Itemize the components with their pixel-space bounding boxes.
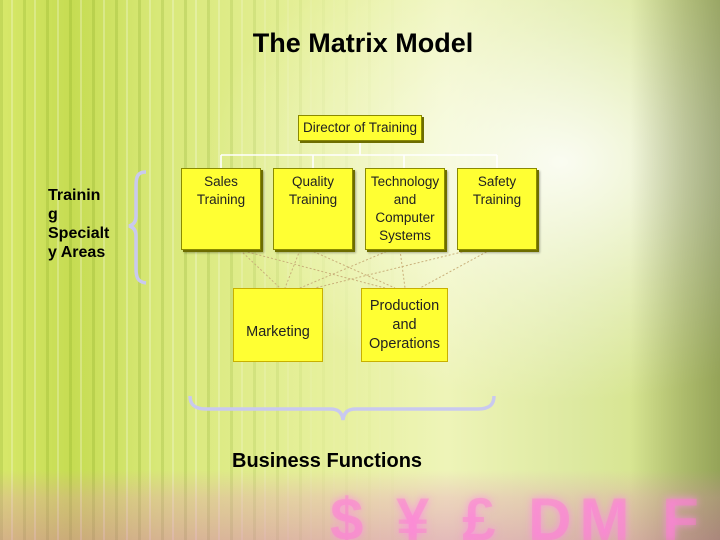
business-functions-label: Business Functions xyxy=(232,450,423,472)
box-label-line: Safety xyxy=(477,174,517,189)
left-brace xyxy=(128,170,147,285)
director-of-training-box: Director of Training xyxy=(298,115,422,141)
box-label-line: Operations xyxy=(369,335,440,352)
specialty-box-safety: Safety Training xyxy=(457,168,537,250)
box-label-line: Sales xyxy=(204,174,238,189)
side-label-line: y Areas xyxy=(48,244,106,261)
specialty-box-technology: Technology and Computer Systems xyxy=(365,168,445,250)
specialty-box-quality: Quality Training xyxy=(273,168,353,250)
box-label-line: Training xyxy=(472,192,522,207)
box-label-line: Quality xyxy=(291,174,335,189)
side-label-line: Specialt xyxy=(48,225,110,242)
side-label-line: Trainin xyxy=(48,187,101,204)
function-box-marketing: Marketing xyxy=(233,288,323,362)
box-label-line: and xyxy=(393,192,417,207)
org-connectors xyxy=(220,141,498,168)
function-box-production: Production and Operations xyxy=(361,288,448,362)
box-label-line: Production xyxy=(369,297,440,314)
matrix-links xyxy=(239,249,491,289)
side-label-line: g xyxy=(48,206,58,223)
box-label-line: Training xyxy=(288,192,338,207)
box-label-line: and xyxy=(392,316,417,333)
box-label-line: Technology xyxy=(370,174,440,189)
box-label-line: Computer xyxy=(375,210,435,225)
background-currency-text: $ ¥ £ DM F xyxy=(330,490,707,540)
box-label-line: Systems xyxy=(379,228,431,243)
background-figure xyxy=(630,0,720,540)
side-label: Trainin g Specialt y Areas xyxy=(48,186,128,262)
specialty-box-sales: Sales Training xyxy=(181,168,261,250)
box-label-line: Training xyxy=(196,192,246,207)
background-bottom-band xyxy=(0,470,720,540)
box-label: Marketing xyxy=(246,323,310,340)
bottom-brace xyxy=(188,395,496,421)
slide-title: The Matrix Model xyxy=(252,28,474,58)
